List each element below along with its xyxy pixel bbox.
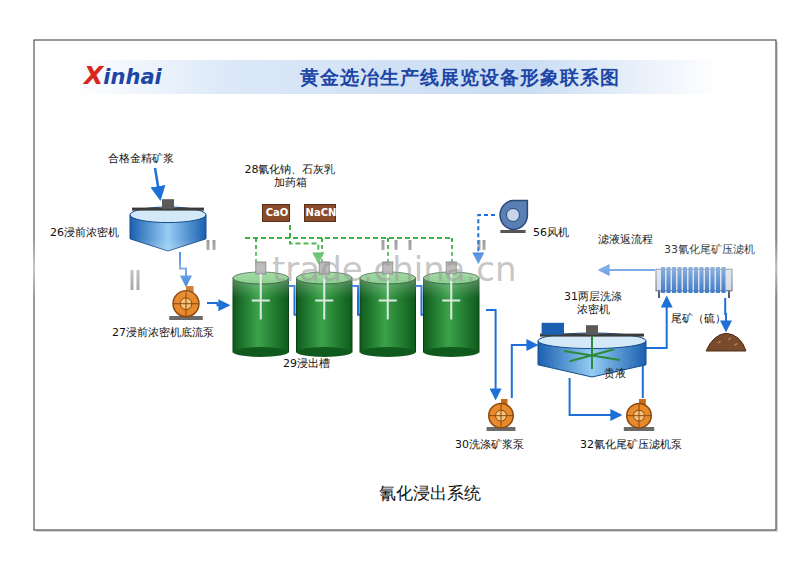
equipment-label: 29浸出槽 (283, 357, 353, 370)
equipment-label: 33氰化尾矿压滤机 (664, 243, 774, 256)
flow-pipe (512, 345, 536, 398)
lime-box: CaO (262, 204, 290, 222)
tank-overflow-pipe (289, 286, 297, 315)
tailings-texture (718, 338, 738, 346)
washing-pump-art (483, 398, 519, 432)
feed-well (542, 323, 564, 335)
filter-press: 33氰化尾矿压滤机 (655, 262, 733, 298)
filter-plate (661, 267, 665, 293)
filter-press-art (655, 262, 733, 298)
underflow-pump: 27浸前浓密机底流泵 (165, 285, 207, 321)
washing-pump: 30洗涤矿浆泵 (483, 398, 519, 432)
pump-volute (627, 403, 651, 427)
equipment-label: 尾矿（硫） (671, 312, 741, 325)
blower-art (495, 196, 531, 234)
filter-plate (700, 267, 704, 293)
tailings: 尾矿（硫） (705, 330, 747, 352)
filter-plate (672, 267, 676, 293)
fan-scroll (500, 201, 527, 230)
filter-feed-pump-art (620, 398, 658, 432)
tank-rim (130, 207, 206, 223)
flow-pipe (207, 303, 228, 305)
leach-tank-bottom (424, 347, 480, 357)
pump-volute (173, 291, 199, 317)
feed-arrow (155, 168, 160, 198)
filtrate-return-arrow (600, 269, 655, 271)
reagent-line (245, 237, 452, 239)
filter-plate (705, 267, 709, 293)
reagent-tank-group: 28氰化钠、石灰乳 加药箱 CaO NaCN (240, 163, 340, 225)
cyanide-box: NaCN (304, 204, 336, 222)
watermark: trade.china.cn (272, 250, 517, 288)
pre-leach-thickener-art (128, 192, 208, 252)
equipment-label: 32氰化尾矿压滤机泵 (580, 438, 710, 451)
diagram-title: 黄金选冶生产线展览设备形象联系图 (250, 65, 670, 91)
diagram-caption: 氰化浸出系统 (330, 482, 530, 505)
filter-plate (694, 267, 698, 293)
title-banner (70, 60, 720, 94)
filter-plate (711, 267, 715, 293)
filter-plate (722, 267, 726, 293)
filter-plate (683, 267, 687, 293)
filtrate-note: 滤液返流程 (598, 233, 653, 246)
tailings-art (705, 330, 747, 352)
pump-ribs (173, 291, 199, 317)
pump-ribs (627, 403, 651, 427)
press-legs (659, 291, 729, 298)
tank-overflow-pipe (352, 286, 360, 315)
fan-hub (507, 209, 520, 222)
equipment-label: 28氰化钠、石灰乳 加药箱 (240, 163, 340, 189)
filter-plate (667, 267, 671, 293)
filter-feed-pump: 32氰化尾矿压滤机泵 (620, 398, 658, 432)
agitator-motor (256, 262, 266, 274)
feed-note: 合格金精矿浆 (108, 152, 174, 165)
flow-pipe (570, 378, 620, 415)
pump-volute (489, 403, 513, 427)
drive-head (586, 325, 598, 335)
rake-arms (564, 336, 620, 369)
leach-tank-bottom (297, 347, 353, 357)
filter-plate (678, 267, 682, 293)
frame-shadow (36, 42, 778, 532)
tailings-pile (706, 333, 746, 351)
leach-tank-bottom (233, 347, 289, 357)
tank-overflow-pipe (416, 286, 424, 315)
equipment-label: 56风机 (533, 226, 583, 239)
pregnant-solution-note: 贵液 (604, 367, 626, 380)
filter-plate (689, 267, 693, 293)
agitator-shaft (252, 274, 270, 320)
equipment-label: NaCN (305, 205, 337, 221)
fan-base (500, 230, 525, 233)
equipment-label: 30洗涤矿浆泵 (455, 438, 555, 451)
leach-tank-bottom (360, 347, 416, 357)
pump-ribs (489, 403, 513, 427)
filter-plate (716, 267, 720, 293)
equipment-label: CaO (263, 205, 291, 221)
drive-head (162, 199, 174, 209)
underflow-pump-art (165, 285, 207, 321)
page-frame (34, 40, 776, 530)
washing-thickener: 31两层洗涤 浓密机 (536, 318, 648, 378)
washing-thickener-art (536, 318, 648, 378)
brand-logo: Xinhai (84, 64, 162, 89)
equipment-label: 31两层洗涤 浓密机 (558, 290, 628, 316)
blower: 56风机 (495, 196, 531, 234)
flow-pipe (486, 310, 496, 398)
pre-leach-thickener: 26浸前浓密机 (128, 192, 208, 252)
equipment-label: 26浸前浓密机 (50, 226, 128, 239)
flow-pipe (180, 252, 186, 285)
